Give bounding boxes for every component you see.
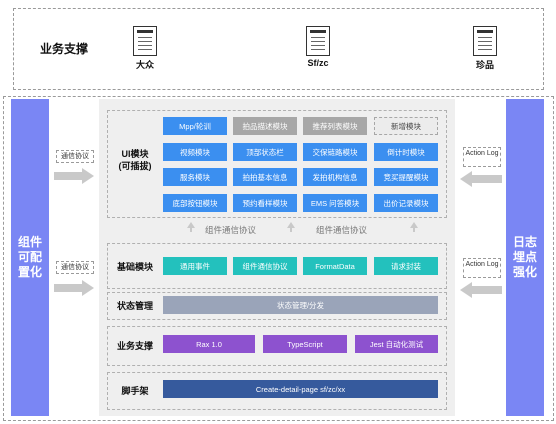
comm-protocol-label: 组件通信协议 bbox=[316, 225, 368, 235]
doc-zhenpin: 珍品 bbox=[462, 26, 508, 71]
scaffold-section-label: 脚手架 bbox=[121, 386, 149, 396]
left-protocol-tag: 通信协议 bbox=[56, 150, 94, 163]
doc-dazhong: 大众 bbox=[122, 26, 168, 71]
base-module-section bbox=[107, 243, 447, 289]
document-icon bbox=[306, 26, 330, 56]
base-module: FormatData bbox=[303, 257, 367, 275]
base-module: 组件通信协议 bbox=[233, 257, 297, 275]
up-arrow-icon bbox=[287, 222, 295, 228]
ui-module: 拍品描述模块 bbox=[233, 117, 297, 135]
architecture-frame bbox=[3, 96, 554, 421]
right-arrow-icon bbox=[54, 280, 94, 296]
ui-module: 出价记录模块 bbox=[374, 194, 438, 212]
base-module: 请求封装 bbox=[374, 257, 438, 275]
ui-module: 预约看样模块 bbox=[233, 194, 297, 212]
biz-section-label: 业务支撑 bbox=[116, 341, 153, 351]
ui-module: 推荐列表模块 bbox=[303, 117, 367, 135]
ui-module: 服务模块 bbox=[163, 168, 227, 186]
ui-module-section bbox=[107, 110, 447, 218]
up-arrow-stem bbox=[190, 228, 192, 232]
left-arrow-icon bbox=[460, 282, 502, 298]
comm-protocol-label: 组件通信协议 bbox=[205, 225, 257, 235]
scaffold-bar: Create-detail-page sf/zc/xx bbox=[163, 380, 438, 398]
ui-module: 倒计时模块 bbox=[374, 143, 438, 161]
ui-module: 底部按钮模块 bbox=[163, 194, 227, 212]
biz-module: Jest 自动化测试 bbox=[355, 335, 438, 353]
up-arrow-icon bbox=[410, 222, 418, 228]
base-module: 通用事件 bbox=[163, 257, 227, 275]
right-sidebar: 日志埋点强化 bbox=[506, 99, 544, 416]
base-section-label: 基础模块 bbox=[116, 262, 153, 272]
ui-module: 顶部状态栏 bbox=[233, 143, 297, 161]
ui-module: 交保链路模块 bbox=[303, 143, 367, 161]
scaffold-section bbox=[107, 372, 447, 410]
biz-section bbox=[107, 326, 447, 366]
left-sidebar: 组件可配置化 bbox=[11, 99, 49, 416]
document-icon bbox=[473, 26, 497, 56]
business-support-frame bbox=[13, 8, 544, 90]
ui-module: 发拍机构信息 bbox=[303, 168, 367, 186]
up-arrow-stem bbox=[413, 228, 415, 232]
right-actionlog-tag: Action Log bbox=[463, 147, 501, 167]
doc-label: Sf/zc bbox=[307, 58, 329, 68]
right-arrow-icon bbox=[54, 168, 94, 184]
left-sidebar-label: 组件可配置化 bbox=[17, 235, 42, 279]
top-title: 业务支撑 bbox=[40, 42, 89, 56]
up-arrow-icon bbox=[187, 222, 195, 228]
doc-label: 珍品 bbox=[475, 60, 494, 70]
biz-module: Rax 1.0 bbox=[163, 335, 255, 353]
ui-module: 视频模块 bbox=[163, 143, 227, 161]
state-section bbox=[107, 292, 447, 320]
ui-module: 拍拍基本信息 bbox=[233, 168, 297, 186]
left-protocol-tag: 通信协议 bbox=[56, 261, 94, 274]
document-icon bbox=[133, 26, 157, 56]
ui-module: EMS 问答模块 bbox=[303, 194, 367, 212]
ui-module: 竞买提醒模块 bbox=[374, 168, 438, 186]
right-actionlog-tag: Action Log bbox=[463, 258, 501, 278]
left-arrow-icon bbox=[460, 171, 502, 187]
up-arrow-stem bbox=[290, 228, 292, 232]
biz-module: TypeScript bbox=[263, 335, 347, 353]
ui-section-label: UI模块 (可插拔) bbox=[118, 149, 152, 171]
state-section-label: 状态管理 bbox=[116, 301, 153, 311]
ui-module: Mpp/轮训 bbox=[163, 117, 227, 135]
right-sidebar-label: 日志埋点强化 bbox=[512, 235, 537, 279]
state-bar: 状态管理/分发 bbox=[163, 296, 438, 314]
ui-module: 新增模块 bbox=[374, 117, 438, 135]
doc-sfzc: Sf/zc bbox=[295, 26, 341, 68]
doc-label: 大众 bbox=[135, 60, 154, 70]
